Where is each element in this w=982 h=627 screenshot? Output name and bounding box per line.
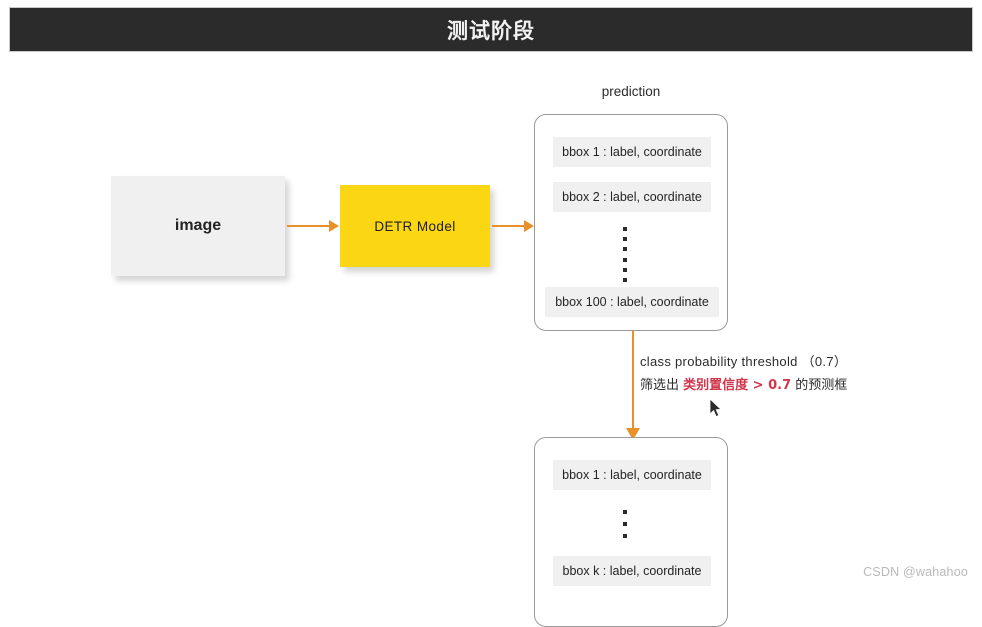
filtered-prediction-box: bbox 1 : label, coordinate bbox k : labe…: [534, 437, 728, 627]
input-image-box: image: [111, 176, 285, 276]
mouse-cursor-icon: [710, 399, 722, 418]
prediction-row-1: bbox 1 : label, coordinate: [553, 137, 711, 167]
arrow-model-to-prediction-icon: [492, 220, 534, 232]
prediction-vertical-ellipsis-icon: [623, 227, 627, 282]
prediction-row-2-text: bbox 2 : label, coordinate: [562, 190, 702, 204]
arrow-prediction-to-filtered-icon: [626, 330, 640, 440]
diagram-canvas: image DETR Model prediction bbox 1 : lab…: [0, 52, 982, 627]
arrow-head: [329, 220, 339, 232]
threshold-suffix: 的预测框: [791, 378, 848, 393]
arrow-shaft: [632, 330, 634, 429]
arrow-shaft: [287, 225, 330, 227]
filtered-row-1-text: bbox 1 : label, coordinate: [562, 468, 702, 482]
arrow-shaft: [492, 225, 525, 227]
threshold-annotation: class probability threshold （0.7） 筛选出 类别…: [640, 350, 870, 398]
threshold-highlight: 类别置信度 > 0.7: [683, 378, 792, 393]
filtered-row-1: bbox 1 : label, coordinate: [553, 460, 711, 490]
prediction-box: bbox 1 : label, coordinate bbox 2 : labe…: [534, 114, 728, 331]
detr-model-label: DETR Model: [374, 218, 456, 234]
arrow-head: [524, 220, 534, 232]
threshold-line-english: class probability threshold （0.7）: [640, 354, 848, 369]
arrow-image-to-model-icon: [287, 220, 339, 232]
watermark-text: CSDN @wahahoo: [863, 565, 968, 579]
threshold-line-chinese: 筛选出 类别置信度 > 0.7 的预测框: [640, 374, 870, 398]
prediction-row-100-text: bbox 100 : label, coordinate: [555, 295, 709, 309]
detr-model-box: DETR Model: [340, 185, 490, 267]
page-header-bar: 测试阶段: [9, 7, 973, 52]
prediction-row-1-text: bbox 1 : label, coordinate: [562, 145, 702, 159]
filtered-row-k: bbox k : label, coordinate: [553, 556, 711, 586]
page-title: 测试阶段: [447, 18, 535, 43]
prediction-row-2: bbox 2 : label, coordinate: [553, 182, 711, 212]
prediction-row-100: bbox 100 : label, coordinate: [545, 287, 719, 317]
threshold-prefix: 筛选出: [640, 378, 684, 393]
prediction-caption: prediction: [601, 84, 661, 99]
filtered-row-k-text: bbox k : label, coordinate: [562, 564, 702, 578]
filtered-vertical-ellipsis-icon: [623, 510, 627, 538]
input-image-label: image: [174, 217, 222, 234]
